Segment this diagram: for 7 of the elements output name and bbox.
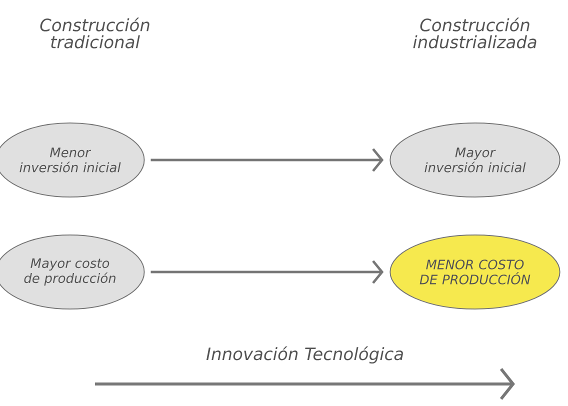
column-heading: Construcción industrializada [413,18,536,48]
ellipse-node: Mayor inversión inicial [390,122,560,198]
column-heading: Construcción tradicional [40,18,150,48]
arrow [150,148,384,172]
caption-text: Innovación Tecnológica [206,346,403,364]
arrow [150,260,384,284]
ellipse-node: MENOR COSTO DE PRODUCCIÓN [390,234,560,310]
